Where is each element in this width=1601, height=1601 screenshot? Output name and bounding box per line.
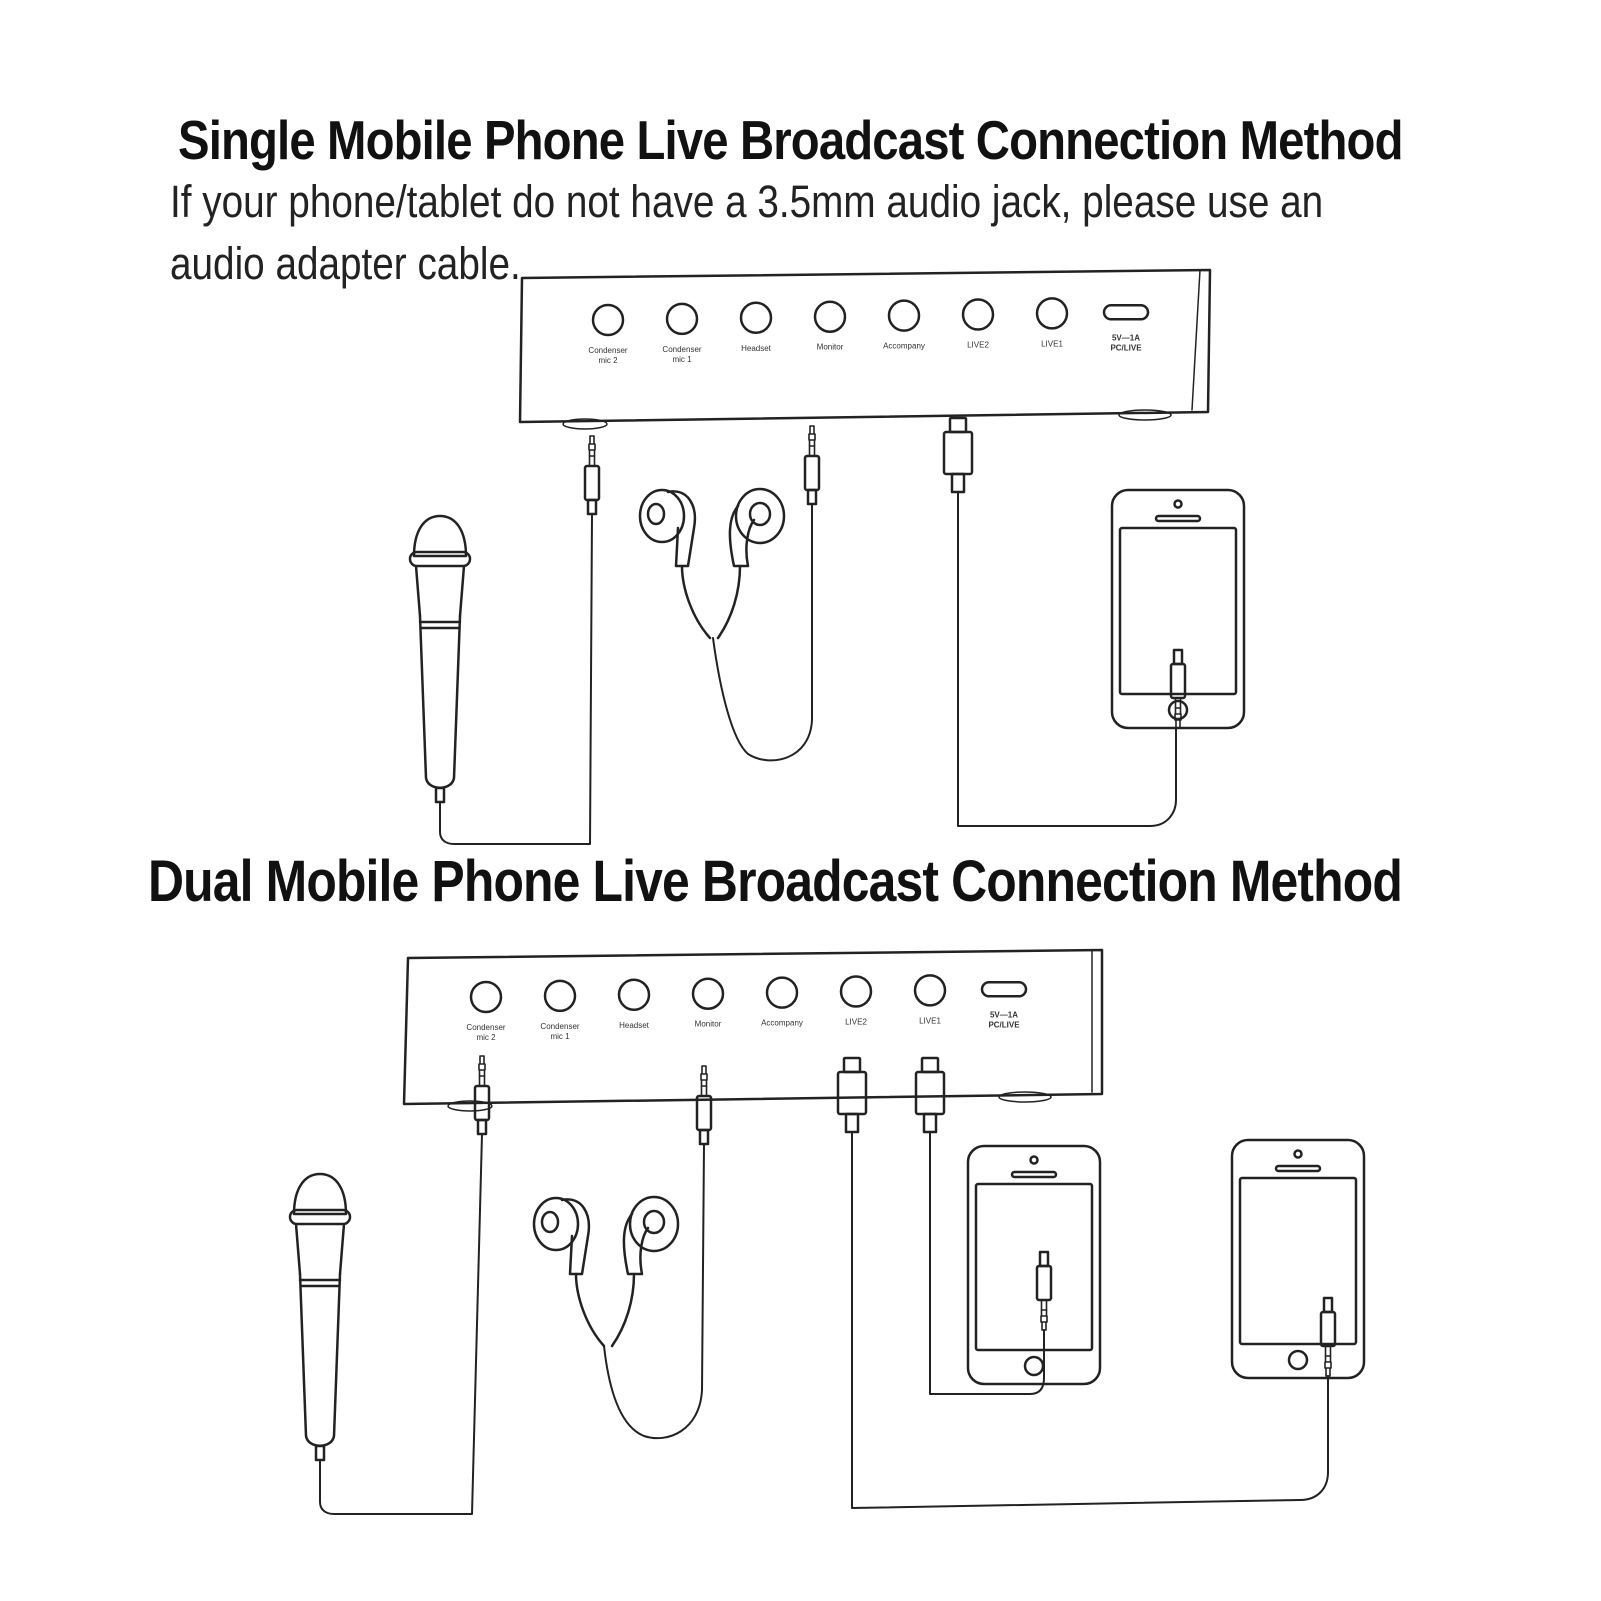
dual-port-condenser-mic-2	[469, 980, 503, 1014]
single-port-sublabel-condenser-mic-1: mic 1	[672, 355, 692, 364]
single-port-headset	[739, 301, 773, 335]
single-port-condenser-mic-2	[591, 303, 625, 337]
dual-port-usb-label-1: 5V—1A	[990, 1010, 1018, 1019]
dual-port-usb-label-2: PC/LIVE	[988, 1020, 1020, 1029]
single-port-label-live2: LIVE2	[967, 341, 989, 350]
single-port-live1	[1035, 297, 1069, 330]
single-port-label-headset: Headset	[741, 344, 772, 353]
dual-port-label-accompany: Accompany	[761, 1019, 803, 1028]
dual-port-headset	[617, 978, 651, 1012]
single-port-accompany	[887, 299, 921, 332]
single-port-label-condenser-mic-2: Condenser	[588, 346, 627, 355]
single-port-condenser-mic-1	[665, 302, 699, 336]
single-method-title: Single Mobile Phone Live Broadcast Conne…	[178, 109, 1403, 171]
dual-port-label-headset: Headset	[619, 1021, 650, 1030]
dual-port-label-live1: LIVE1	[919, 1016, 941, 1025]
single-port-live2	[961, 298, 995, 331]
single-port-monitor	[813, 300, 847, 333]
dual-port-accompany	[765, 976, 799, 1009]
single-port-label-condenser-mic-1: Condenser	[662, 345, 701, 354]
dual-port-condenser-mic-1	[543, 979, 577, 1013]
dual-port-sublabel-condenser-mic-2: mic 2	[476, 1033, 496, 1042]
single-port-label-monitor: Monitor	[817, 343, 844, 352]
dual-port-label-monitor: Monitor	[695, 1020, 722, 1029]
single-port-usb-label-2: PC/LIVE	[1110, 343, 1142, 352]
single-port-usb	[1102, 304, 1150, 321]
dual-phone1-connection	[914, 1056, 1102, 1395]
dual-port-monitor	[691, 977, 725, 1010]
dual-mic-connection	[288, 1054, 491, 1515]
single-mic-connection	[408, 434, 601, 845]
dual-port-label-live2: LIVE2	[845, 1018, 867, 1027]
dual-method-title: Dual Mobile Phone Live Broadcast Connect…	[148, 849, 1403, 914]
dual-port-live2	[839, 975, 873, 1008]
adapter-note-line-1: If your phone/tablet do not have a 3.5mm…	[170, 176, 1324, 227]
dual-port-sublabel-condenser-mic-1: mic 1	[550, 1032, 570, 1041]
single-phone-connection	[942, 416, 1246, 827]
dual-port-live1	[913, 974, 947, 1007]
dual-phone2-connection	[836, 1056, 1366, 1509]
adapter-note-line-2: audio adapter cable.	[170, 238, 521, 289]
dual-port-label-condenser-mic-1: Condenser	[540, 1022, 579, 1031]
single-port-sublabel-condenser-mic-2: mic 2	[598, 356, 618, 365]
dual-port-label-condenser-mic-2: Condenser	[466, 1023, 505, 1032]
single-earphones-connection	[638, 424, 821, 762]
single-port-label-live1: LIVE1	[1041, 339, 1063, 348]
single-port-usb-label-1: 5V—1A	[1112, 333, 1140, 342]
single-port-label-accompany: Accompany	[883, 342, 925, 351]
dual-earphones-connection	[532, 1064, 713, 1440]
dual-port-usb	[980, 981, 1028, 998]
